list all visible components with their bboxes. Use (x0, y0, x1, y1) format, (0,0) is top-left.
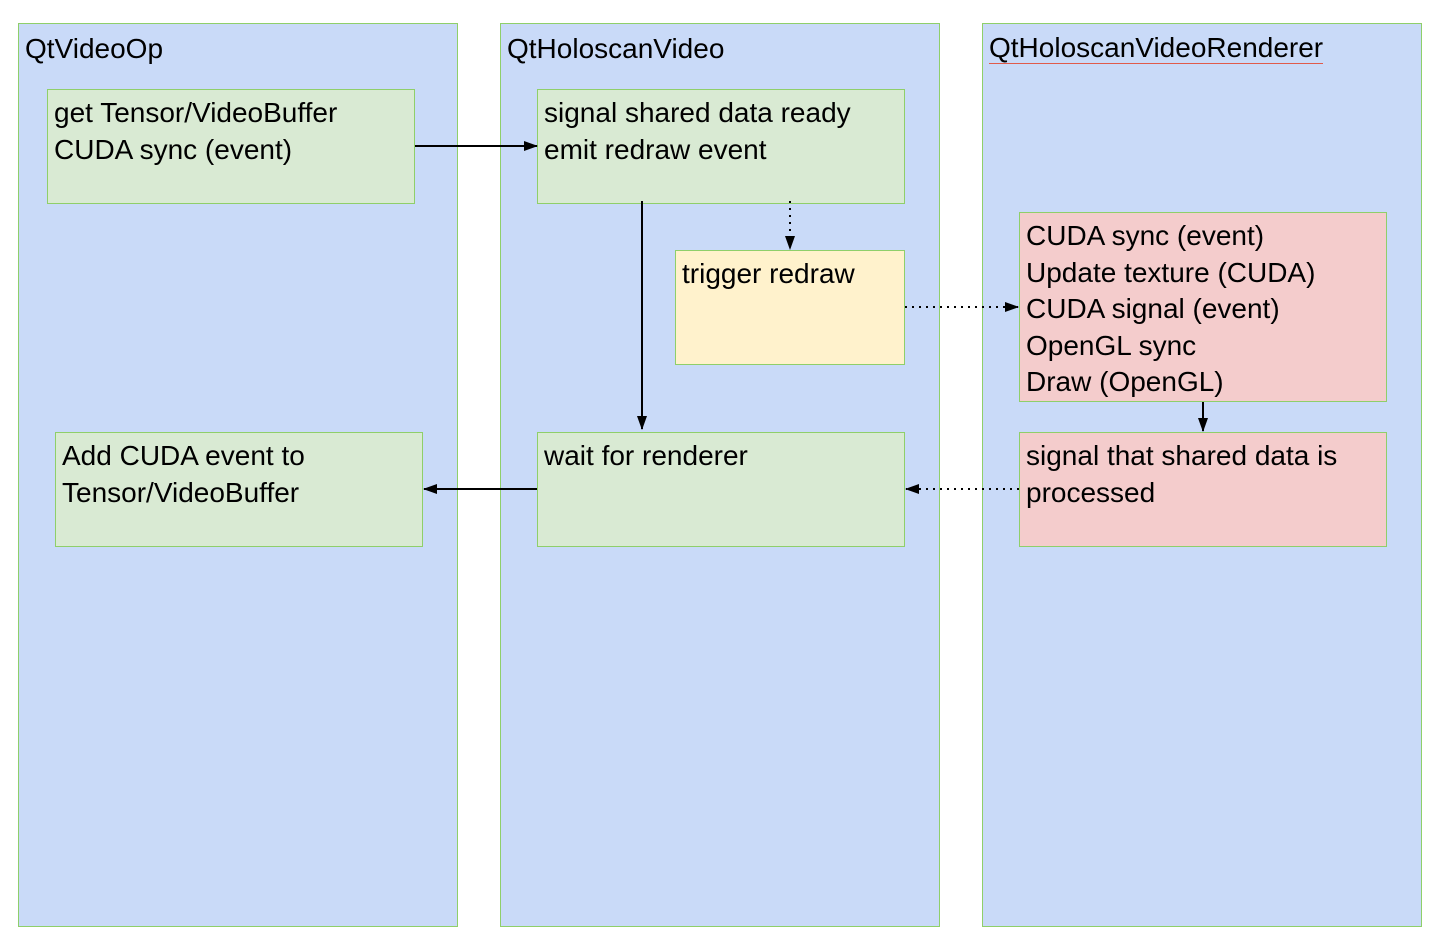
signal-ready-box: signal shared data ready emit redraw eve… (537, 89, 905, 204)
signal-processed-box: signal that shared data is processed (1019, 432, 1387, 547)
wait-renderer-box: wait for renderer (537, 432, 905, 547)
render-steps-line-1: CUDA sync (event) (1026, 220, 1265, 251)
signal-ready-line-2: emit redraw event (544, 133, 767, 165)
trigger-redraw-box: trigger redraw (675, 250, 905, 365)
signal-ready-line-1: signal shared data ready (544, 97, 851, 128)
wait-renderer-line-1: wait for renderer (544, 440, 748, 471)
trigger-redraw-line-1: trigger redraw (682, 258, 855, 289)
get-tensor-line-1: get Tensor/VideoBuffer (54, 97, 338, 128)
add-event-box: Add CUDA event to Tensor/VideoBuffer (55, 432, 423, 547)
add-event-line-1: Add CUDA event to (62, 440, 305, 471)
lane-title-qtvideoop: QtVideoOp (25, 33, 164, 64)
render-steps-box: CUDA sync (event) Update texture (CUDA) … (1019, 212, 1387, 402)
render-steps-line-5: Draw (OpenGL) (1026, 366, 1224, 398)
signal-processed-line-1: signal that shared data is (1026, 440, 1338, 471)
get-tensor-box: get Tensor/VideoBuffer CUDA sync (event) (47, 89, 415, 204)
add-event-line-2: Tensor/VideoBuffer (62, 476, 300, 508)
lane-title-qtholoscanvideo: QtHoloscanVideo (507, 33, 725, 64)
lane-title-qtholoscanvideorenderer: QtHoloscanVideoRenderer (989, 32, 1324, 64)
render-steps-line-2: Update texture (CUDA) (1026, 256, 1316, 288)
render-steps-line-3: CUDA signal (event) (1026, 293, 1280, 325)
signal-processed-line-2: processed (1026, 476, 1156, 508)
get-tensor-line-2: CUDA sync (event) (54, 133, 293, 165)
render-steps-line-4: OpenGL sync (1026, 329, 1197, 361)
